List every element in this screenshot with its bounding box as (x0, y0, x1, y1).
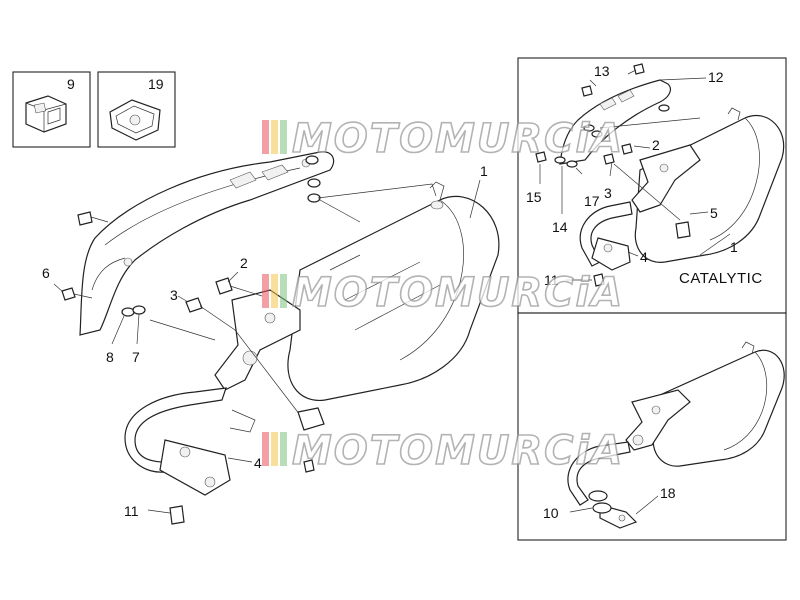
washer-8 (121, 307, 135, 317)
label-11-cat: 11 (544, 272, 559, 288)
label-3-main: 3 (170, 287, 178, 303)
leader-lines-main (53, 179, 481, 514)
catalytic-fasteners (535, 63, 691, 287)
spring-clip-icon (109, 99, 161, 141)
watermark-top: MOTOMURCiA (262, 115, 624, 163)
washer-12-c (658, 104, 670, 112)
catalytic-variant-panel: 13 12 2 3 5 4 15 14 17 11 1 CATALYTIC (517, 57, 787, 314)
watermark-text: MOTOMURCiA (292, 270, 624, 316)
label-14-cat: 14 (552, 219, 568, 235)
label-4-cat: 4 (640, 249, 648, 265)
clip-inset-frame (12, 71, 91, 148)
label-1-main: 1 (480, 163, 488, 179)
watermark-text: MOTOMURCiA (292, 428, 624, 474)
gasket-10-a (588, 490, 608, 502)
alt-bracket (625, 389, 691, 451)
watermark-bottom: MOTOMURCiA (262, 427, 624, 475)
label-11-main: 11 (124, 503, 139, 519)
watermark-stripe-red (262, 120, 269, 154)
bolt-top-left (77, 211, 93, 226)
alternate-variant-panel: 10 18 (517, 312, 787, 541)
watermark-text: MOTOMURCiA (292, 116, 624, 162)
label-7-main: 7 (132, 349, 140, 365)
screw-11-cat (593, 273, 605, 287)
label-4-main: 4 (254, 455, 262, 471)
screw-small (303, 459, 315, 473)
label-2-main: 2 (240, 255, 248, 271)
label-1-cat: 1 (730, 239, 738, 255)
label-2-cat: 2 (652, 137, 660, 153)
washer-7 (132, 305, 146, 315)
spring-clip-inset: 19 (97, 71, 176, 148)
bolt-3-head (185, 297, 203, 313)
spacer (297, 407, 325, 431)
main-exhaust-assembly: 1 2 3 4 6 7 8 11 (42, 151, 500, 525)
bolt-3-cat (603, 153, 615, 165)
screw-13-b (633, 63, 645, 75)
washer-top-1 (305, 155, 319, 165)
label-18: 18 (660, 485, 676, 501)
catalytic-heat-shield (559, 79, 672, 165)
muffler-bracket (214, 289, 301, 391)
watermark-stripe-yellow (271, 120, 278, 154)
watermark-middle: MOTOMURCiA (262, 269, 624, 317)
alt-gaskets (588, 490, 612, 514)
label-13-cat: 13 (594, 63, 610, 79)
label-10: 10 (543, 505, 559, 521)
label-6-main: 6 (42, 265, 50, 281)
washer-14 (554, 156, 566, 164)
bolt-6-head (61, 287, 76, 301)
exhaust-pipe (124, 387, 256, 496)
gasket-10-b (592, 502, 612, 514)
leader-lines-catalytic (539, 69, 731, 281)
screw-11 (169, 505, 185, 525)
leader-10 (569, 507, 593, 513)
washer-top-2 (307, 178, 321, 188)
label-15-cat: 15 (526, 189, 542, 205)
catalytic-muffler (634, 107, 785, 263)
alternate-panel-frame (517, 312, 787, 541)
fasteners-main (61, 155, 325, 525)
spring-clip-inset-frame (97, 71, 176, 148)
catalytic-label: CATALYTIC (679, 270, 763, 287)
washer-12-b (591, 130, 603, 138)
alt-muffler (652, 341, 785, 467)
leader-18 (635, 495, 659, 515)
label-19: 19 (148, 76, 164, 92)
label-8-main: 8 (106, 349, 114, 365)
clip-inset: 9 (12, 71, 91, 148)
spacer-5 (675, 221, 691, 239)
muffler-body (287, 181, 500, 401)
label-9: 9 (67, 76, 75, 92)
label-3-cat: 3 (604, 185, 612, 201)
washer-17 (566, 160, 578, 168)
clip-icon (25, 95, 67, 133)
catalytic-pipe (579, 201, 633, 271)
washer-12-a (583, 124, 595, 132)
label-5-cat: 5 (710, 205, 718, 221)
bolt-2-cat (621, 143, 633, 155)
screw-13-a (581, 85, 593, 97)
label-12-cat: 12 (708, 69, 724, 85)
label-17-cat: 17 (584, 193, 600, 209)
watermark-stripe-green (280, 120, 287, 154)
screw-15 (535, 151, 547, 163)
